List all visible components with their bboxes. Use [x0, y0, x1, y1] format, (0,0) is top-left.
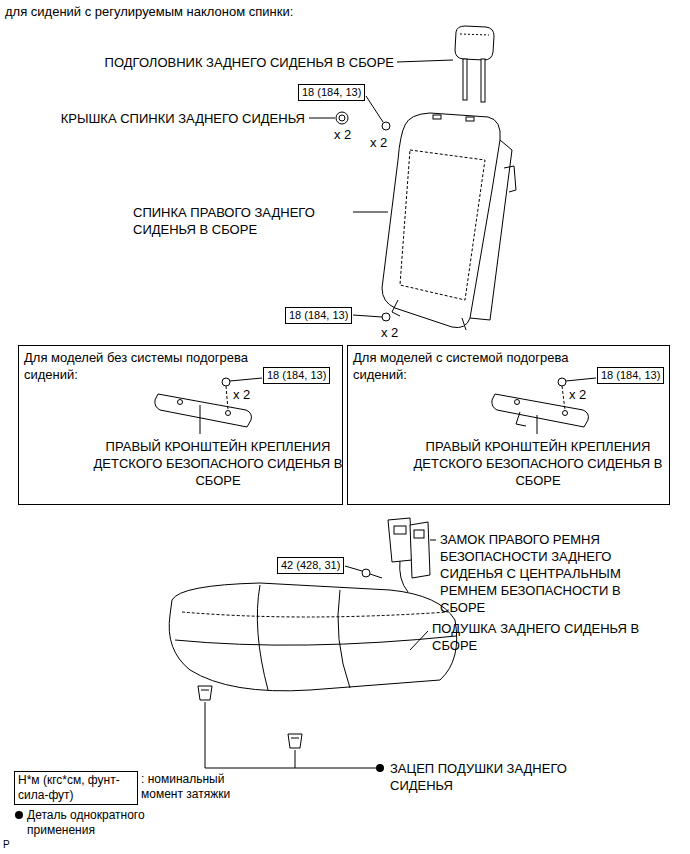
- leader-line: [353, 315, 382, 317]
- leader-line: [562, 386, 565, 410]
- bolt-symbol: [222, 378, 230, 386]
- buckle-drawing: [388, 518, 412, 562]
- buckle-drawing: [410, 522, 430, 578]
- headrest-drawing: [481, 59, 485, 102]
- panel-heading: Для моделей без системы подогрева сидени…: [19, 346, 299, 386]
- part-label: ЗАЦЕП ПОДУШКИ ЗАДНЕГО СИДЕНЬЯ: [390, 760, 595, 794]
- box-text: 18 (184, 13): [267, 368, 326, 383]
- leader-line: [345, 566, 362, 571]
- headrest-drawing: [455, 26, 494, 60]
- variant-panel: Для моделей без системы подогрева сидени…: [18, 345, 343, 505]
- buckle-drawing: [414, 530, 424, 538]
- torque-box: 18 (184, 13): [597, 367, 664, 384]
- cushion-hook-drawing: [291, 738, 299, 739]
- box-text: 42 (428, 31): [281, 558, 340, 573]
- seatback-cover-drawing: [336, 112, 348, 124]
- quantity-label: x 2: [233, 386, 250, 403]
- cushion-hook-drawing: [198, 686, 212, 700]
- seatback-drawing: [433, 115, 441, 119]
- part-label: СПИНКА ПРАВОГО ЗАДНЕГО СИДЕНЬЯ В СБОРЕ: [133, 204, 348, 238]
- seatback-drawing: [382, 113, 500, 328]
- cushion-hook-drawing: [201, 690, 209, 691]
- one-time-use-dot: [376, 764, 384, 772]
- part-label: КРЫШКА СПИНКИ ЗАДНЕГО СИДЕНЬЯ: [61, 110, 305, 127]
- part-label: ПОДУШКА ЗАДНЕГО СИДЕНЬЯ В СБОРЕ: [432, 620, 664, 654]
- bracket-drawing: [515, 400, 520, 405]
- bolt-symbol: [558, 378, 566, 386]
- leader-line: [226, 386, 228, 410]
- legend-text: Деталь однократного применения: [27, 808, 177, 838]
- cushion-drawing: [169, 583, 457, 691]
- box-text: Н*м (кгс*см, фунт-сила-фут): [18, 773, 134, 803]
- variant-panel: Для моделей с системой подогрева сидений…: [347, 345, 670, 505]
- seatback-cover-drawing: [339, 115, 345, 121]
- bolt-symbol: [382, 122, 390, 130]
- buckle-drawing: [394, 526, 406, 534]
- figure-code: P: [3, 838, 10, 851]
- part-label: ПРАВЫЙ КРОНШТЕЙН КРЕПЛЕНИЯ ДЕТСКОГО БЕЗО…: [408, 438, 668, 489]
- leader-line: [205, 702, 376, 768]
- leader-line: [397, 60, 453, 62]
- quantity-label: x 2: [381, 324, 398, 341]
- leader-line: [230, 378, 262, 381]
- torque-box: 42 (428, 31): [277, 557, 344, 574]
- seatback-drawing: [504, 166, 516, 192]
- cushion-drawing: [175, 636, 456, 645]
- buckle-drawing: [388, 518, 430, 592]
- quantity-label: x 2: [569, 386, 586, 403]
- leader-line: [430, 540, 436, 541]
- leader-line: [353, 212, 388, 213]
- cushion-drawing: [169, 583, 457, 691]
- leader-line: [295, 750, 296, 768]
- box-text: 18 (184, 13): [601, 368, 660, 383]
- bracket-drawing: [178, 400, 183, 405]
- panel-heading: Для моделей с системой подогрева сидений…: [348, 346, 628, 386]
- cushion-drawing: [182, 612, 448, 617]
- leader-line: [366, 96, 383, 122]
- bolt-symbol: [362, 569, 370, 577]
- seatback-drawing: [392, 300, 400, 316]
- one-time-use-dot: [15, 811, 23, 819]
- section-title: для сидений с регулируемым наклоном спин…: [5, 3, 293, 20]
- box-text: 18 (184, 13): [302, 85, 361, 100]
- leader-line: [537, 415, 538, 434]
- cushion-drawing: [257, 585, 268, 690]
- bracket-drawing: [226, 411, 231, 416]
- seatback-drawing: [462, 318, 466, 330]
- torque-box: 18 (184, 13): [285, 307, 352, 324]
- torque-box: 18 (184, 13): [298, 84, 365, 101]
- headrest-drawing: [455, 26, 494, 102]
- bracket-drawing: [516, 412, 526, 426]
- seatback-drawing: [400, 150, 485, 300]
- cushion-hook-drawing: [288, 734, 302, 748]
- part-label: ПРАВЫЙ КРОНШТЕЙН КРЕПЛЕНИЯ ДЕТСКОГО БЕЗО…: [86, 438, 350, 489]
- part-label: ЗАМОК ПРАВОГО РЕМНЯ БЕЗОПАСНОСТИ ЗАДНЕГО…: [440, 531, 652, 616]
- part-label: ПОДГОЛОВНИК ЗАДНЕГО СИДЕНЬЯ В СБОРЕ: [105, 54, 394, 71]
- seatback-drawing: [382, 113, 516, 330]
- headrest-drawing: [460, 34, 489, 35]
- cushion-hook-drawing: [198, 686, 302, 748]
- leader-line: [566, 378, 596, 381]
- legend-text: : номинальный момент затяжки: [141, 772, 253, 802]
- seatback-cover-drawing: [336, 112, 348, 124]
- buckle-drawing: [400, 560, 408, 592]
- legend-torque-box: Н*м (кгс*см, фунт-сила-фут): [14, 771, 138, 805]
- leader-line: [200, 60, 596, 768]
- bolt-symbol: [370, 574, 382, 578]
- torque-box: 18 (184, 13): [263, 367, 330, 384]
- headrest-drawing: [463, 59, 467, 100]
- leader-line: [309, 118, 335, 119]
- bracket-drawing: [155, 394, 589, 427]
- cushion-drawing: [338, 590, 350, 688]
- bracket-drawing: [563, 411, 568, 416]
- bolt-symbol: [382, 313, 390, 321]
- leader-line: [200, 405, 201, 434]
- seatback-drawing: [466, 117, 474, 121]
- quantity-label: x 2: [334, 126, 351, 143]
- box-text: 18 (184, 13): [289, 308, 348, 323]
- quantity-label: x 2: [370, 134, 387, 151]
- leader-line: [410, 631, 428, 650]
